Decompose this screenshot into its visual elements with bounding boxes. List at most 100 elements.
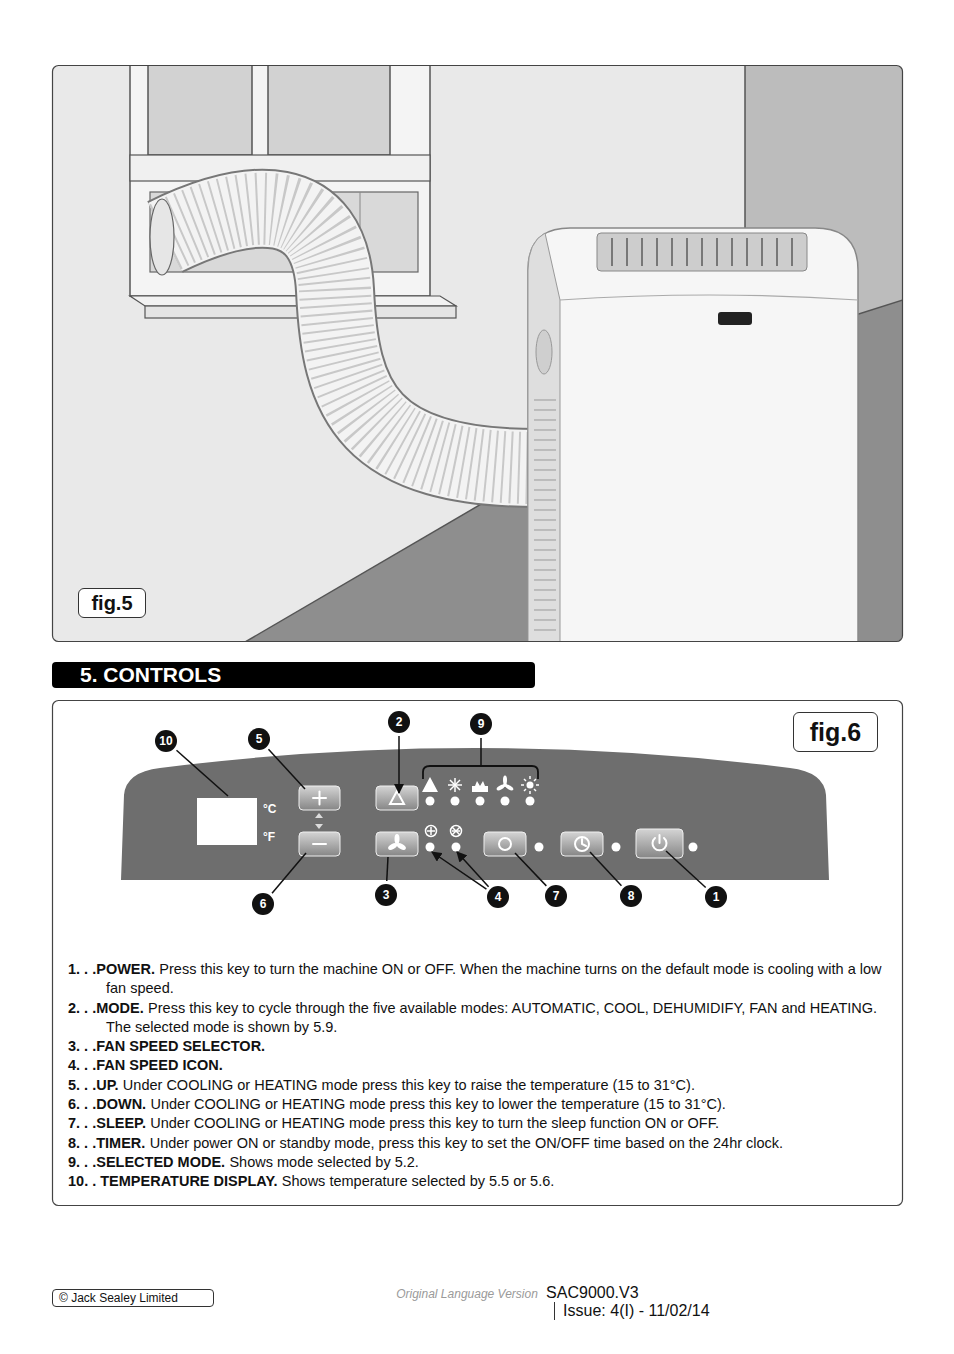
item-description: Under COOLING or HEATING mode press this… xyxy=(146,1096,726,1112)
bracket xyxy=(423,766,538,779)
callout-text: 8 xyxy=(628,889,635,903)
room-illustration xyxy=(534,440,556,441)
list-item: 2. . .MODE.Press this key to cycle throu… xyxy=(68,999,900,1038)
control-panel xyxy=(529,791,531,794)
callout-number: 2 xyxy=(388,711,410,733)
room-illustration xyxy=(534,500,556,501)
leader-line xyxy=(480,738,482,766)
leader-line xyxy=(457,852,489,887)
control-panel xyxy=(395,834,400,844)
leader-line xyxy=(432,852,486,889)
callout-text: 5 xyxy=(256,732,263,746)
room-illustration xyxy=(746,238,748,266)
control-panel xyxy=(121,748,829,880)
control-panel xyxy=(299,832,340,856)
room-illustration xyxy=(165,209,545,468)
control-panel xyxy=(426,797,435,806)
control-panel xyxy=(496,784,506,792)
control-panel xyxy=(476,797,485,806)
control-panel xyxy=(451,797,460,806)
figure-frame xyxy=(53,66,903,642)
item-name: 2. . .MODE. xyxy=(68,1000,144,1016)
room-illustration xyxy=(534,430,556,431)
figure-frame xyxy=(53,701,903,1206)
room-illustration xyxy=(165,209,545,468)
item-description: Under COOLING or HEATING mode press this… xyxy=(146,1115,719,1131)
control-panel xyxy=(636,829,683,858)
room-illustration xyxy=(534,490,556,491)
leader-line xyxy=(590,852,621,886)
control-panel xyxy=(659,835,661,843)
label-text: fig.6 xyxy=(810,718,861,747)
unit-label: °C xyxy=(263,802,276,816)
list-item: 4. . .FAN SPEED ICON. xyxy=(68,1056,900,1075)
control-panel xyxy=(521,784,524,786)
control-panel xyxy=(582,839,586,846)
item-name: 4. . .FAN SPEED ICON. xyxy=(68,1057,223,1073)
footer-box: SAC9000.V3Issue: 4(I) - 11/02/14 xyxy=(546,1284,903,1303)
footer-box: © Jack Sealey Limited xyxy=(52,1289,214,1307)
control-panel xyxy=(450,780,460,790)
list-item: 6. . .DOWN.Under COOLING or HEATING mode… xyxy=(68,1095,900,1114)
controls-list: 1. . .POWER.Press this key to turn the m… xyxy=(68,960,900,1192)
leader-line xyxy=(176,750,228,796)
control-panel xyxy=(315,824,323,829)
room-illustration xyxy=(761,238,763,266)
room-illustration xyxy=(656,238,658,266)
room-illustration xyxy=(611,238,613,266)
room-illustration xyxy=(534,610,556,611)
item-name: 9. . .SELECTED MODE. xyxy=(68,1154,225,1170)
section-heading: 5. CONTROLS xyxy=(52,662,535,688)
control-panel xyxy=(561,832,603,856)
room-illustration xyxy=(641,238,643,266)
control-panel xyxy=(451,826,462,837)
callout-number: 10 xyxy=(155,730,177,752)
control-panel xyxy=(376,786,418,810)
leader-line xyxy=(398,736,400,793)
leader-line xyxy=(515,853,546,886)
leader-line xyxy=(666,851,706,888)
list-item: 7. . .SLEEP.Under COOLING or HEATING mod… xyxy=(68,1114,900,1133)
control-panel xyxy=(452,827,460,835)
callout-number: 9 xyxy=(470,713,492,735)
room-illustration xyxy=(534,540,556,541)
control-panel xyxy=(422,777,438,792)
room-illustration xyxy=(150,199,174,275)
control-panel xyxy=(535,843,544,852)
room-illustration xyxy=(534,470,556,471)
leader-line xyxy=(176,736,705,893)
callout-text: 2 xyxy=(396,715,403,729)
control-panel xyxy=(319,792,321,805)
control-panel xyxy=(452,843,461,852)
room-illustration xyxy=(534,580,556,581)
room-illustration xyxy=(686,238,688,266)
room-illustration xyxy=(776,238,778,266)
room-illustration xyxy=(534,560,556,561)
control-panel xyxy=(484,832,526,856)
unit-label: °F xyxy=(263,830,275,844)
room-illustration xyxy=(612,238,792,266)
room-illustration xyxy=(560,295,858,300)
control-panel xyxy=(121,748,829,880)
control-panel xyxy=(426,776,540,837)
room-illustration xyxy=(165,209,545,468)
callout-number: 4 xyxy=(487,886,509,908)
room-illustration xyxy=(534,550,556,551)
control-panel xyxy=(526,797,535,806)
room-illustration xyxy=(534,460,556,461)
room-illustration xyxy=(791,238,793,266)
room-illustration xyxy=(534,570,556,571)
room-illustration xyxy=(130,296,456,306)
item-description: Shows temperature selected by 5.5 or 5.6… xyxy=(278,1173,555,1189)
control-panel xyxy=(315,813,323,818)
callout-text: 7 xyxy=(553,889,560,903)
list-item: 9. . .SELECTED MODE.Shows mode selected … xyxy=(68,1153,900,1172)
callout-text: 1 xyxy=(713,890,720,904)
control-panel xyxy=(376,832,418,856)
control-panel xyxy=(452,827,460,835)
item-name: 1. . .POWER. xyxy=(68,961,155,977)
control-panel xyxy=(426,843,435,852)
room-illustration xyxy=(534,410,556,411)
control-panel xyxy=(390,791,404,804)
control-panel xyxy=(504,784,514,792)
